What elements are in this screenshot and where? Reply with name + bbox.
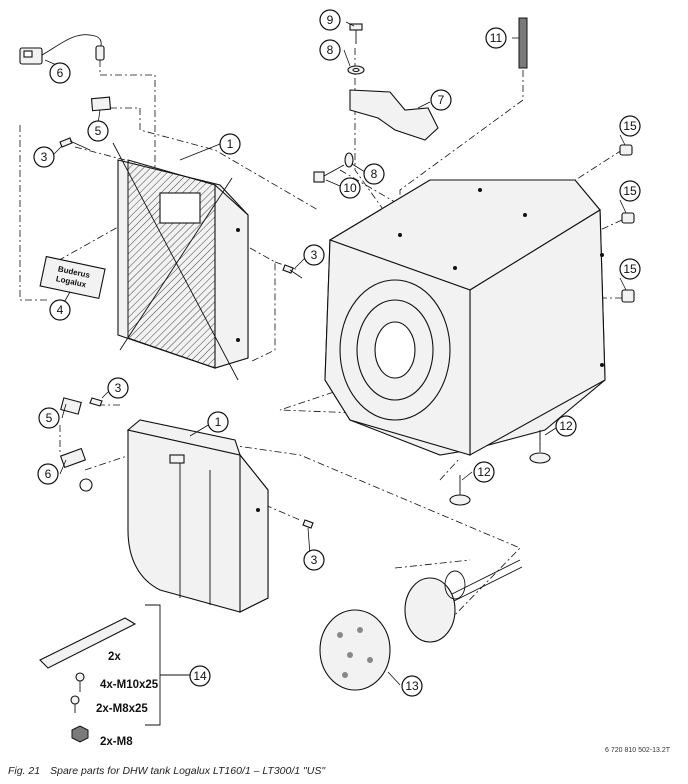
callout-5-bottom: 5 [38,407,60,429]
bolt-part-9 [349,23,363,44]
svg-text:12: 12 [559,419,573,433]
callout-3-middle: 3 [107,377,129,399]
callout-7: 7 [430,89,452,111]
svg-text:15: 15 [623,119,637,133]
callout-6-bottom: 6 [37,463,59,485]
callout-13: 13 [401,675,423,697]
svg-text:11: 11 [490,31,503,45]
screw-part-3-bottom [302,519,314,529]
callout-14: 14 [189,665,211,687]
screw-part-3-right [282,264,303,279]
svg-text:14: 14 [193,669,207,683]
svg-text:13: 13 [405,679,419,693]
kit-nut-m8-qty: 2x-M8 [100,736,133,748]
svg-text:8: 8 [371,167,378,181]
screw-part-3-top [59,137,91,151]
figure-number: Fig. 21 [8,765,41,777]
svg-text:1: 1 [215,415,222,429]
callout-15-top: 15 [619,115,641,137]
callout-3-right: 3 [303,244,325,266]
leveling-foot-part-12-right [529,430,551,464]
svg-text:3: 3 [311,248,318,262]
kit-quantity-labels: 2x 4x-M10x25 2x-M8x25 2x-M8 [96,651,159,748]
leveling-foot-part-12-left [449,475,471,506]
callout-1-bottom: 1 [207,411,229,433]
svg-text:7: 7 [438,93,445,107]
tank-body [324,179,606,456]
callout-1-top: 1 [219,133,241,155]
svg-text:8: 8 [327,43,334,57]
clip-part-5-bottom [60,397,82,415]
callout-10: 10 [339,177,361,199]
fitting-part-15-middle [621,212,635,224]
front-cover-part-1-superseded [112,142,249,381]
threaded-rod-part-11 [518,17,528,69]
callout-12-left: 12 [473,461,495,483]
svg-text:3: 3 [41,150,48,164]
callout-6-top: 6 [49,62,71,84]
svg-text:10: 10 [343,181,357,195]
callout-5-top: 5 [87,120,109,142]
heating-element-flange-part-13 [319,559,523,691]
svg-text:15: 15 [623,184,637,198]
kit-screw-m8-qty: 2x-M8x25 [96,703,148,715]
document-number: 6 720 810 502-13.2T [605,747,670,754]
svg-text:5: 5 [95,124,102,138]
svg-text:15: 15 [623,262,637,276]
washer-part-8-top [347,65,365,75]
fitting-part-15-top [619,144,633,156]
callout-8-bottom: 8 [363,163,385,185]
svg-text:12: 12 [477,465,491,479]
callout-15-middle: 15 [619,180,641,202]
kit-rail-qty: 2x [108,651,121,663]
callout-3-bottom: 3 [303,549,325,571]
svg-text:6: 6 [45,467,52,481]
callout-8-top: 8 [319,39,341,61]
figure-caption: Fig. 21 Spare parts for DHW tank Logalux … [8,765,325,777]
svg-text:1: 1 [227,137,234,151]
svg-text:9: 9 [327,13,334,27]
bolt-part-10 [313,164,345,183]
callout-4: 4 [49,299,71,321]
callout-9: 9 [319,9,341,31]
fitting-part-15-bottom [621,289,635,303]
mounting-kit-part-14 [39,604,190,743]
clip-part-5-top [90,96,112,112]
svg-text:4: 4 [57,303,64,317]
sensor-part-6-bottom [59,447,93,492]
bracket-part-7 [349,89,439,141]
svg-text:3: 3 [311,553,318,567]
kit-screw-m10-qty: 4x-M10x25 [100,679,159,691]
screw-part-3-middle [89,397,103,407]
callout-15-bottom: 15 [619,258,641,280]
svg-text:6: 6 [57,66,64,80]
front-cover-part-1 [126,419,269,613]
callout-11: 11 [485,27,507,49]
figure-caption-text: Spare parts for DHW tank Logalux LT160/1… [50,765,326,777]
callout-12-right: 12 [555,415,577,437]
svg-text:3: 3 [115,381,122,395]
callout-3-top: 3 [33,146,55,168]
washer-part-8-bottom [344,152,354,168]
svg-text:5: 5 [46,411,53,425]
sensor-cable-part-6 [19,34,105,65]
nameplate-part-4: Buderus Logalux [39,255,106,300]
